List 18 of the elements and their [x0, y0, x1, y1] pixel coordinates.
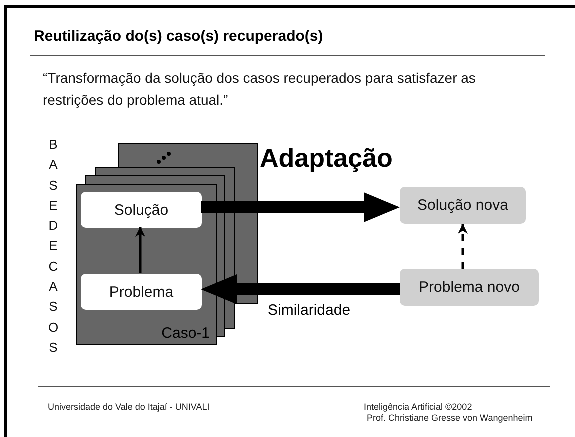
case-part-box: Solução	[81, 192, 202, 228]
footer-text: Universidade do Vale do Itajaí - UNIVALI	[48, 402, 210, 412]
vertical-label: BASEDECASOS	[47, 136, 60, 357]
footer-text: Prof. Christiane Gresse von Wangenheim	[367, 413, 533, 423]
slide-title: Reutilização do(s) caso(s) recuperado(s)	[34, 28, 324, 45]
case-card	[76, 184, 217, 345]
card-label: Caso-1	[162, 325, 210, 342]
arrow	[136, 227, 146, 273]
thick-arrow	[201, 274, 400, 304]
case-part-box: Problema	[81, 274, 202, 310]
edge-label: Similaridade	[268, 302, 351, 319]
new-case-box: Solução nova	[400, 187, 526, 224]
thick-arrow	[201, 192, 400, 222]
new-case-box: Problema novo	[400, 269, 539, 306]
edge-label: Adaptação	[260, 143, 393, 174]
definition-text: “Transformação da solução dos casos recuperados para satisfazer as restrições do problema atual.”	[43, 69, 477, 110]
arrow	[458, 224, 468, 269]
footer-text: Inteligência Artificial ©2002	[364, 402, 472, 412]
